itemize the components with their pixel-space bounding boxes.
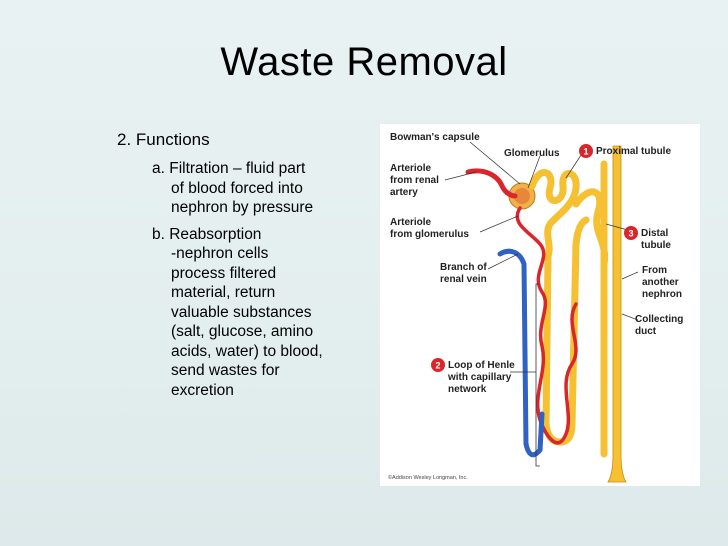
distal-tubule-label: tubule bbox=[641, 240, 671, 251]
renal-vein-label: renal vein bbox=[440, 274, 487, 285]
marker-3-number: 3 bbox=[628, 229, 633, 239]
filtration-line: of blood forced into bbox=[171, 179, 303, 197]
reabsorption-item: b. Reabsorption -nephron cells process f… bbox=[152, 225, 367, 401]
loop-of-henle-label: network bbox=[448, 384, 487, 395]
leader-line bbox=[469, 141, 521, 185]
marker-3 bbox=[624, 226, 638, 240]
collecting-duct-shape bbox=[607, 145, 627, 483]
from-nephron-label: another bbox=[642, 277, 679, 288]
reabsorption-line: -nephron cells bbox=[171, 245, 269, 262]
leader-line bbox=[444, 171, 477, 181]
copyright-text: ©Addison Wesley Longman, Inc. bbox=[388, 474, 468, 481]
collecting-duct-label: Collecting bbox=[635, 314, 683, 325]
arteriole-glomerulus-label: from glomerulus bbox=[390, 229, 469, 240]
reabsorption-line: send wastes for bbox=[171, 362, 280, 379]
glomerulus-label: Glomerulus bbox=[504, 148, 560, 159]
leader-line bbox=[487, 253, 519, 270]
from-nephron-label: From bbox=[642, 265, 667, 276]
leader-line bbox=[621, 271, 639, 280]
loop-of-henle-label: with capillary bbox=[447, 372, 512, 383]
proximal-tubule-shape bbox=[528, 169, 580, 260]
glomerulus-shape bbox=[514, 188, 530, 204]
arteriole-renal-label: Arteriole bbox=[390, 163, 432, 174]
reabsorption-line: excretion bbox=[171, 381, 234, 399]
bowmans-capsule-label: Bowman's capsule bbox=[390, 132, 480, 143]
filtration-line: a. Filtration – fluid part bbox=[152, 160, 306, 177]
reabsorption-line: acids, water) to blood, bbox=[171, 342, 323, 360]
functions-heading: 2. Functions bbox=[117, 130, 210, 149]
leader-line bbox=[527, 155, 541, 189]
marker-1-number: 1 bbox=[583, 147, 588, 157]
filtration-line: nephron by pressure bbox=[171, 199, 314, 216]
loop-bracket bbox=[535, 283, 540, 467]
arteriole-renal-label: artery bbox=[390, 187, 418, 198]
artery-shape bbox=[465, 168, 518, 199]
loop-of-henle-label: Loop of Henle bbox=[448, 360, 515, 371]
arteriole-shape bbox=[515, 206, 578, 445]
marker-2 bbox=[431, 358, 445, 372]
reabsorption-line: process filtered bbox=[171, 264, 277, 282]
text-content: 2. Functions a. Filtration – fluid part … bbox=[117, 130, 367, 400]
arteriole-glomerulus-label: Arteriole bbox=[390, 217, 432, 228]
reabsorption-line: valuable substances bbox=[171, 303, 312, 321]
reabsorption-line: (salt, glucose, amino bbox=[171, 323, 314, 340]
filtration-item: a. Filtration – fluid part of blood forc… bbox=[152, 159, 367, 218]
from-nephron-label: nephron bbox=[642, 289, 682, 300]
marker-1 bbox=[579, 144, 593, 158]
nephron-illustration: Bowman's capsule Glomerulus 1 Proximal t… bbox=[388, 132, 683, 483]
distal-tubule-label: Distal bbox=[641, 228, 668, 239]
distal-tubule-shape bbox=[572, 188, 609, 268]
reabsorption-line: material, return bbox=[171, 284, 276, 301]
slide-title: Waste Removal bbox=[220, 40, 508, 84]
arteriole-renal-label: from renal bbox=[390, 175, 439, 186]
nephron-diagram: Bowman's capsule Glomerulus 1 Proximal t… bbox=[380, 124, 700, 486]
marker-2-number: 2 bbox=[435, 361, 440, 371]
leader-line bbox=[621, 313, 639, 321]
renal-vein-label: Branch of bbox=[440, 262, 487, 273]
leader-line bbox=[479, 215, 519, 233]
collecting-duct-label: duct bbox=[635, 326, 657, 337]
reabsorption-line: b. Reabsorption bbox=[152, 225, 262, 243]
proximal-tubule-label: Proximal tubule bbox=[596, 146, 671, 157]
